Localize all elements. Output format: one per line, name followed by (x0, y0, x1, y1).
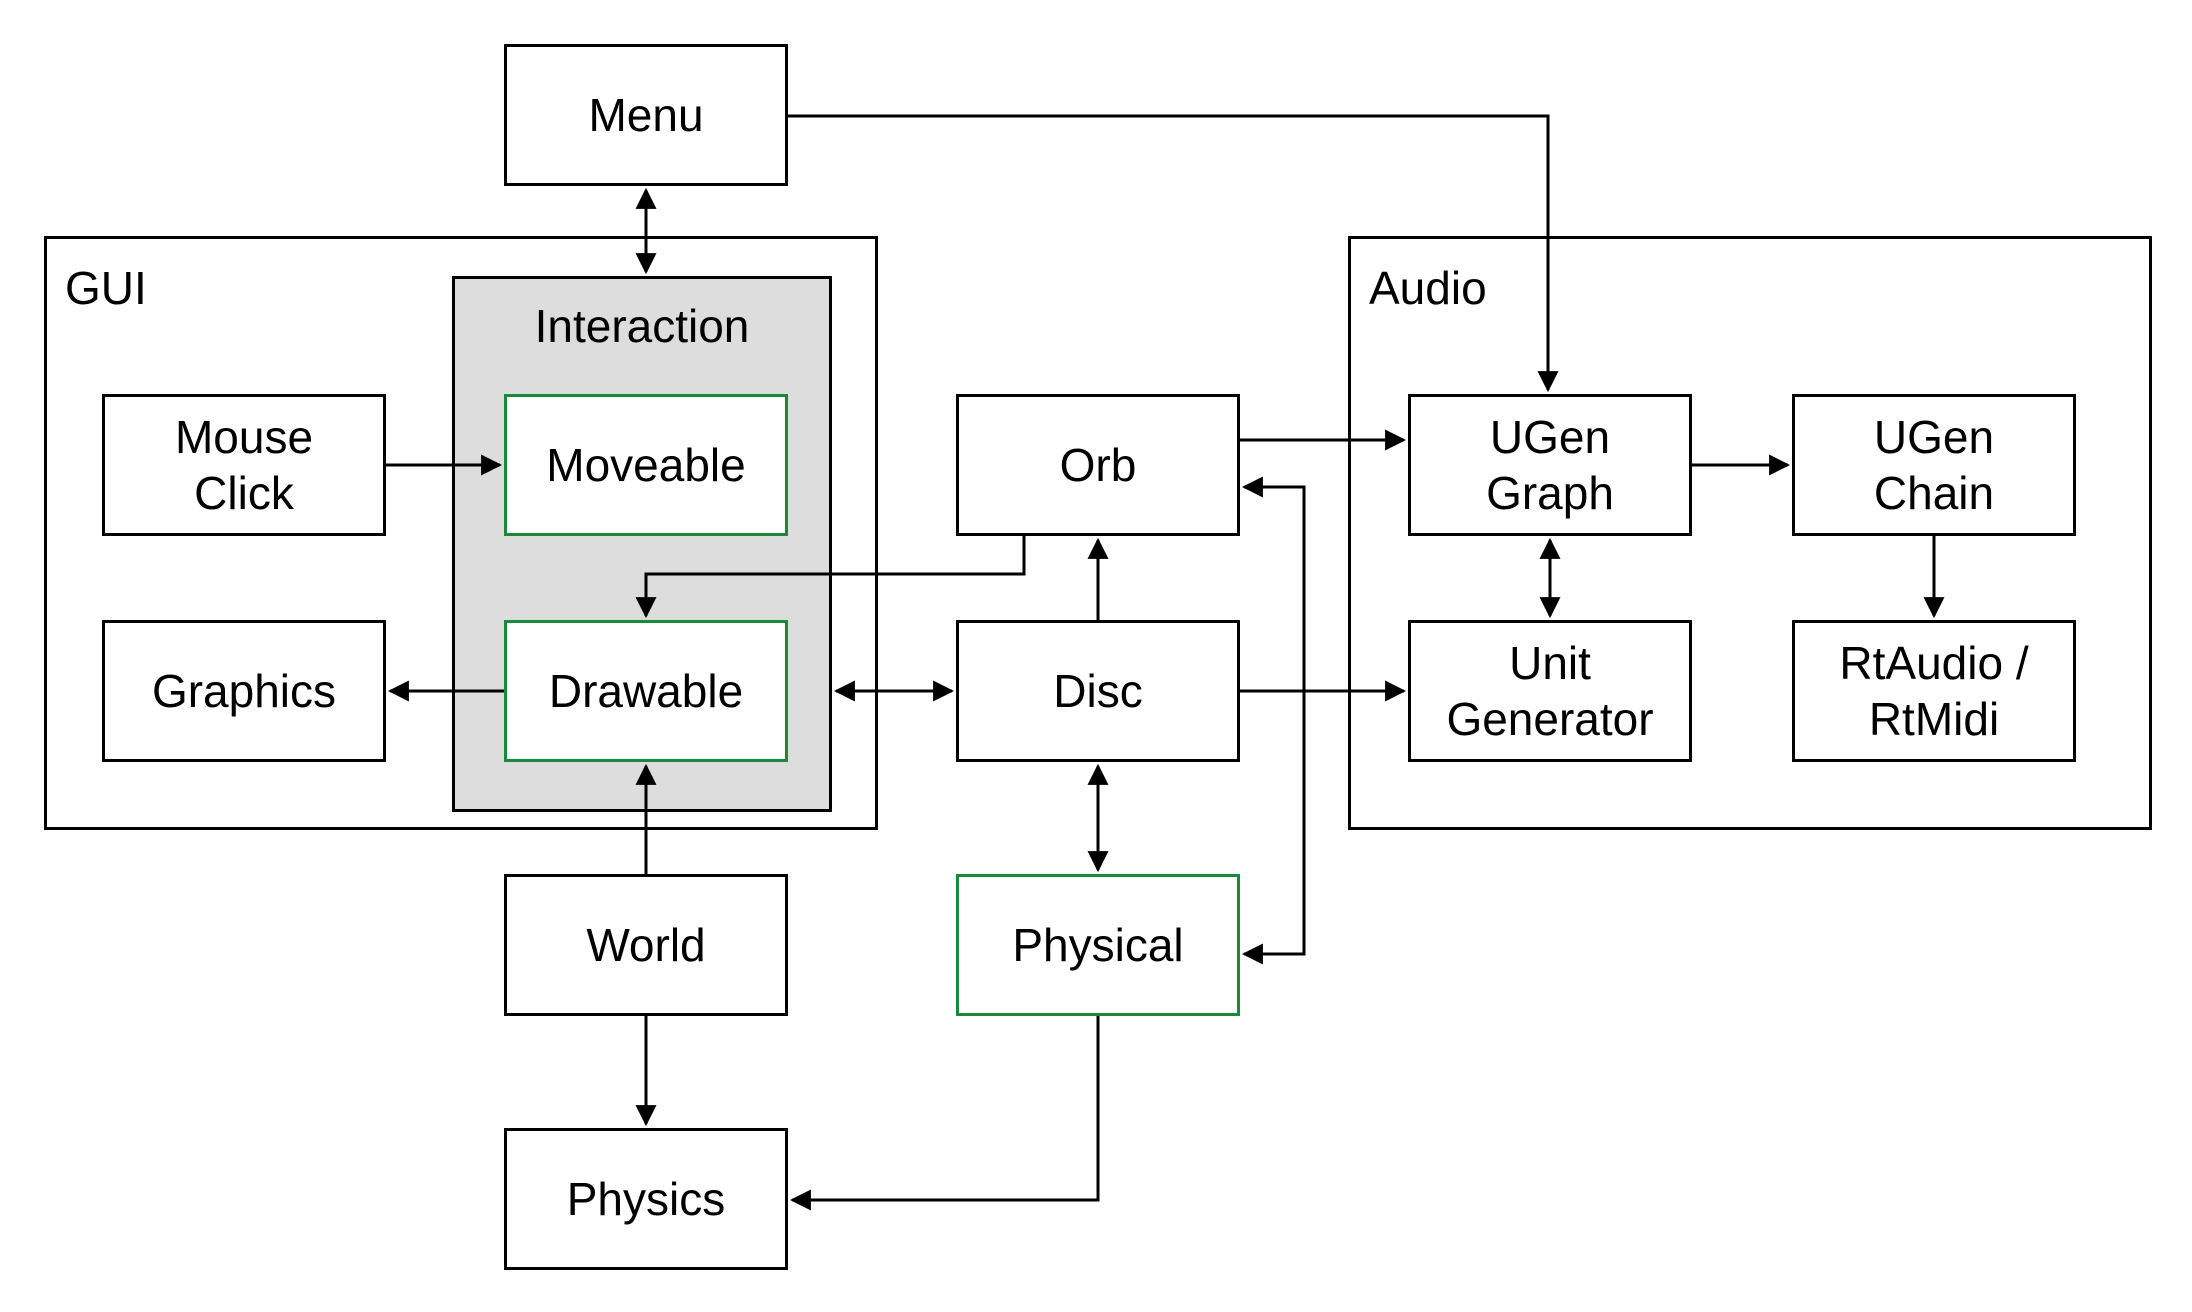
drawable-node[interactable]: Drawable (504, 620, 788, 762)
physical-node[interactable]: Physical (956, 874, 1240, 1016)
gui-group-label: GUI (65, 262, 147, 314)
ugen-graph-node[interactable]: UGen Graph (1408, 394, 1692, 536)
menu-node[interactable]: Menu (504, 44, 788, 186)
rtaudio-rtmidi-node[interactable]: RtAudio / RtMidi (1792, 620, 2076, 762)
physics-node[interactable]: Physics (504, 1128, 788, 1270)
orb-node[interactable]: Orb (956, 394, 1240, 536)
physical-orb-connector (1241, 476, 1306, 965)
mouse-click-node[interactable]: Mouse Click (102, 394, 386, 536)
world-node[interactable]: World (504, 874, 788, 1016)
unit-generator-node[interactable]: Unit Generator (1408, 620, 1692, 762)
interaction-group-label: Interaction (534, 300, 750, 352)
audio-group-label: Audio (1369, 262, 1487, 314)
moveable-node[interactable]: Moveable (504, 394, 788, 536)
ugen-chain-node[interactable]: UGen Chain (1792, 394, 2076, 536)
physical-physics-connector (789, 1016, 1100, 1211)
disc-node[interactable]: Disc (956, 620, 1240, 762)
graphics-node[interactable]: Graphics (102, 620, 386, 762)
